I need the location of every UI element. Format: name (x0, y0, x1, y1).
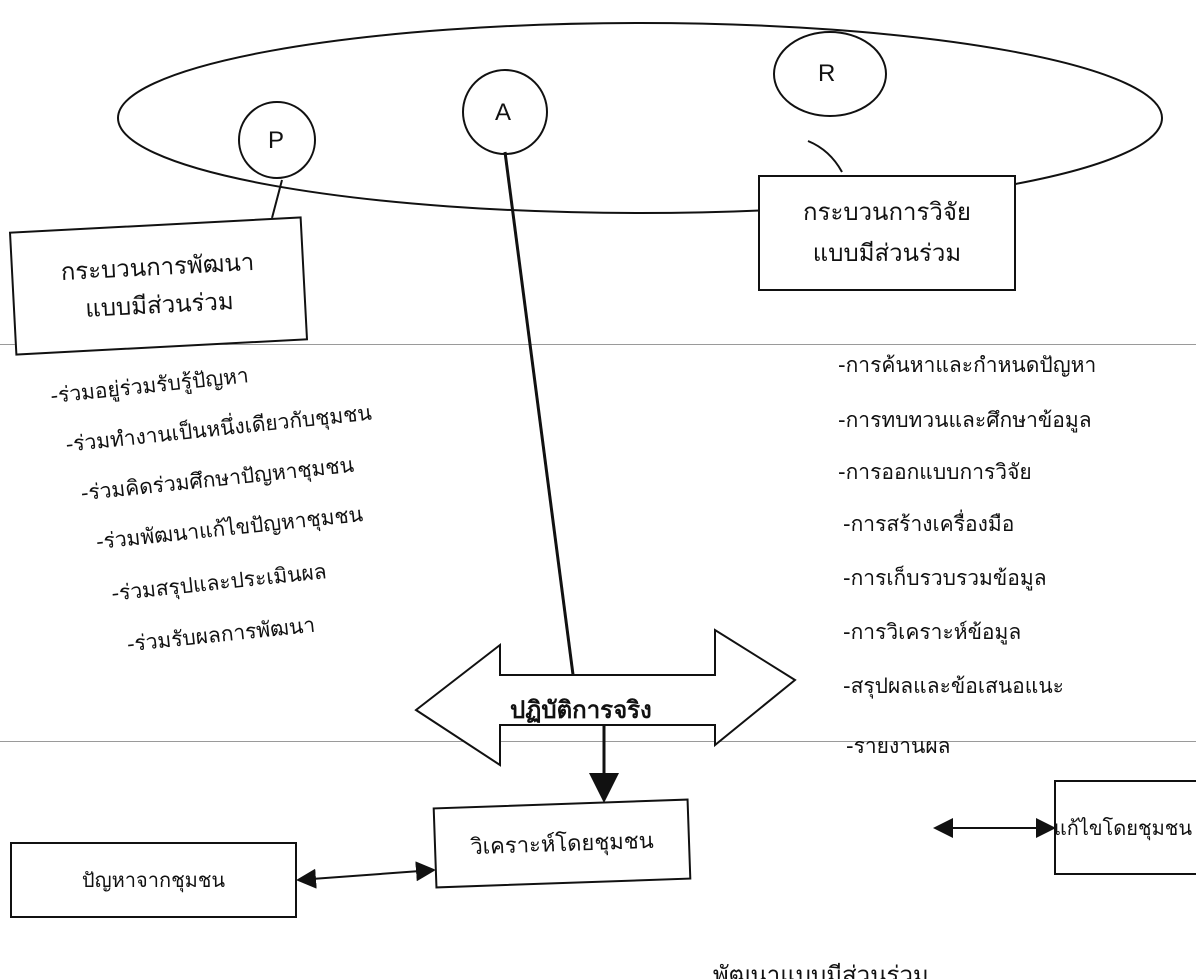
research-item: -การเก็บรวบรวมข้อมูล (843, 566, 1047, 590)
par-ellipse (117, 22, 1163, 214)
development-box: กระบวนการพัฒนา แบบมีส่วนร่วม (8, 216, 309, 356)
scan-line (0, 741, 1196, 742)
research-box-line2: แบบมีส่วนร่วม (812, 239, 962, 267)
solve-box: แก้ไขโดยชุมชน (1054, 780, 1196, 875)
caption-partial: ...พัฒนาแบบมีส่วนร่วม (690, 961, 929, 979)
development-box-line2: แบบมีส่วนร่วม (84, 287, 235, 323)
r-connector (807, 140, 843, 173)
research-item: -การทบทวนและศึกษาข้อมูล (838, 408, 1092, 432)
research-box-line1: กระบวนการวิจัย (803, 198, 971, 227)
r-circle (773, 31, 887, 117)
double-arrow-shape (414, 628, 797, 767)
r-circle-label: R (818, 60, 836, 87)
problem-box: ปัญหาจากชุมชน (10, 842, 297, 918)
analysis-box-label: วิเคราะห์โดยชุมชน (469, 828, 655, 861)
analysis-box: วิเคราะห์โดยชุมชน (432, 798, 692, 889)
p-connector (271, 179, 283, 219)
double-arrow-label: ปฏิบัติการจริง (510, 696, 652, 724)
a-circle-label: A (495, 99, 512, 126)
p-circle-label: P (268, 127, 285, 154)
scan-line (0, 344, 1196, 345)
solve-box-label: แก้ไขโดยชุมชน (1053, 815, 1192, 840)
research-item: -การสร้างเครื่องมือ (843, 512, 1015, 536)
research-item: -การออกแบบการวิจัย (838, 460, 1032, 484)
problem-box-label: ปัญหาจากชุมชน (81, 868, 226, 892)
research-item: -การวิเคราะห์ข้อมูล (843, 620, 1022, 644)
research-box: กระบวนการวิจัย แบบมีส่วนร่วม (758, 175, 1016, 291)
arrow-analysis-problem (296, 861, 436, 889)
research-item: -สรุปผลและข้อเสนอแนะ (843, 674, 1064, 698)
p-circle (238, 101, 316, 179)
research-item: -รายงานผล (846, 734, 951, 758)
a-line (503, 151, 577, 691)
research-item: -การค้นหาและกำหนดปัญหา (838, 353, 1097, 377)
